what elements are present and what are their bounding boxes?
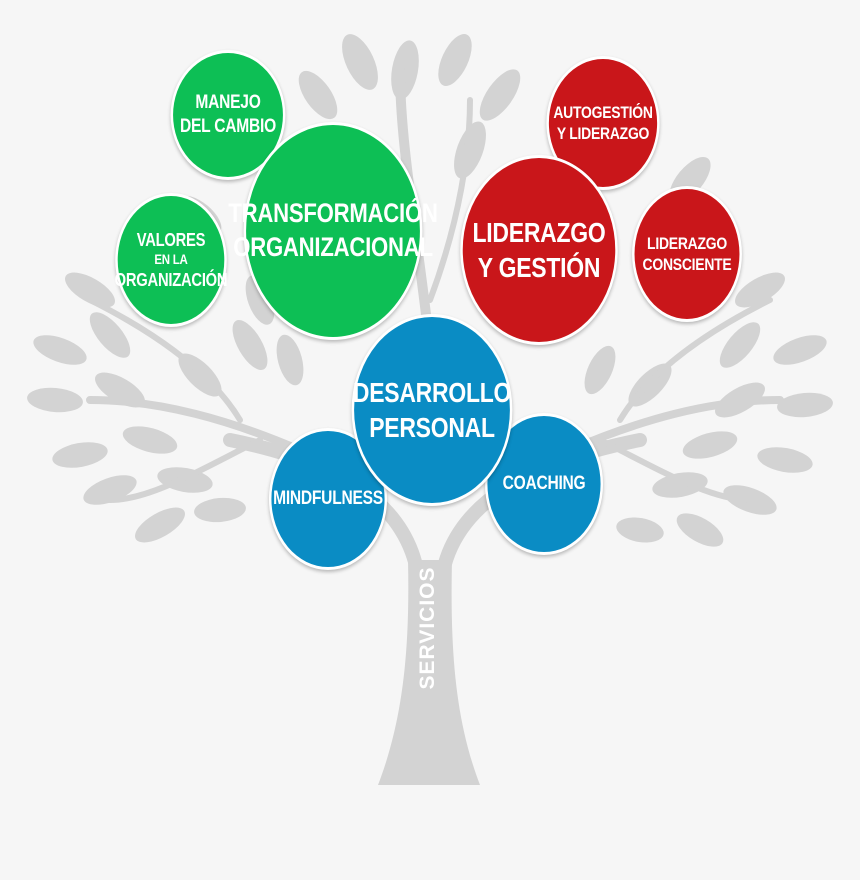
- bubble-valores-line2: EN LA: [154, 251, 188, 268]
- bubble-consciente-line2: CONSCIENTE: [642, 255, 732, 274]
- bubble-valores-line1: VALORES: [136, 229, 206, 250]
- tree-leaves: [27, 34, 833, 547]
- tree-trunk: [378, 560, 480, 785]
- bubble-consciente-line1: LIDERAZGO: [647, 233, 727, 253]
- bubble-manejo-line1: MANEJO: [195, 92, 261, 114]
- bubble-desarrollo-personal: DESARROLLO PERSONAL: [351, 314, 513, 506]
- trunk-label-servicios: SERVICIOS: [416, 566, 439, 690]
- bubble-manejo-line2: DEL CAMBIO: [180, 116, 276, 137]
- bubble-transformacion-line1: TRANSFORMACIÓN: [228, 198, 438, 229]
- bubble-valores-line3: ORGANIZACIÓN: [114, 269, 228, 290]
- bubble-liderazgo-consciente: LIDERAZGO CONSCIENTE: [632, 186, 742, 322]
- bubble-autogestion-line2: Y LIDERAZGO: [556, 124, 650, 143]
- bubble-desarrollo-line1: DESARROLLO: [352, 377, 512, 408]
- bubble-desarrollo-line2: PERSONAL: [369, 412, 495, 443]
- bubble-gestion-line2: Y GESTIÓN: [477, 252, 601, 283]
- bubble-transformacion-line2: ORGANIZACIONAL: [233, 232, 433, 262]
- bubble-mindfulness-line1: MINDFULNESS: [273, 488, 383, 510]
- bubble-autogestion-line1: AUTOGESTIÓN: [553, 102, 653, 122]
- bubble-valores-en-la-organizacion: VALORES EN LA ORGANIZACIÓN: [114, 193, 228, 327]
- bubble-transformacion-organizacional: TRANSFORMACIÓN ORGANIZACIONAL: [228, 122, 438, 340]
- bubble-coaching-line1: COACHING: [502, 473, 586, 495]
- bubble-liderazgo-y-gestion: LIDERAZGO Y GESTIÓN: [460, 155, 618, 345]
- bubble-gestion-line1: LIDERAZGO: [472, 217, 606, 248]
